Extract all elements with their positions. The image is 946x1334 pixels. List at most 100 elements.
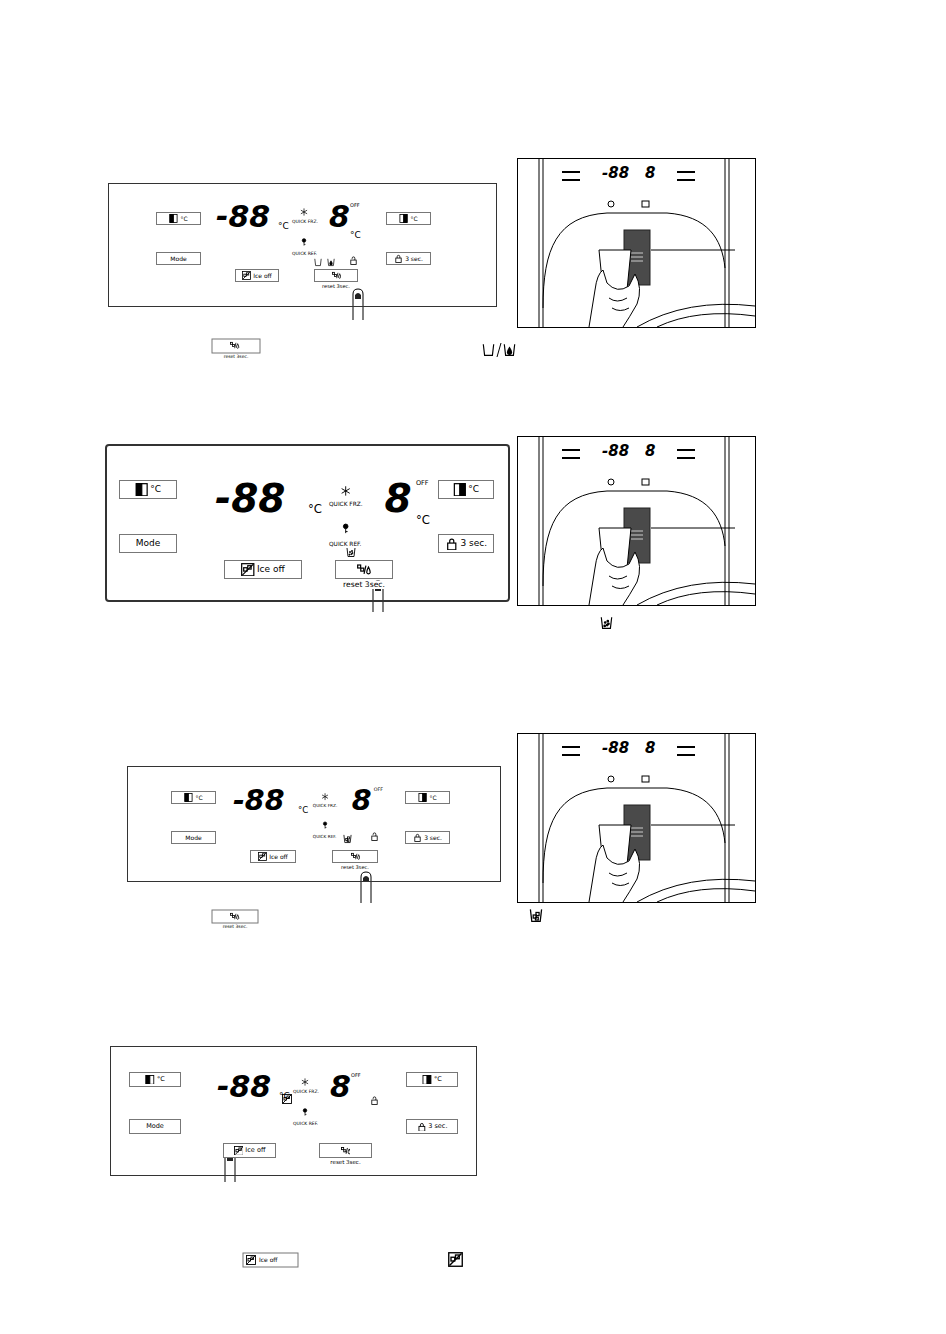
button-label: 3 sec. xyxy=(405,256,423,262)
snow-icon xyxy=(342,486,350,495)
control-panel: -88°CQUICK FRZ.QUICK REF.8OFF°C°CModeIce… xyxy=(105,444,510,602)
unit-label: °C xyxy=(278,222,289,231)
paddle-mark xyxy=(631,539,643,540)
disp-icon xyxy=(332,272,340,278)
fridge-temp-button: °C xyxy=(406,1072,458,1087)
door-l-symbol xyxy=(145,1075,155,1085)
door-edge xyxy=(729,733,730,902)
display-button xyxy=(677,449,695,451)
door-r-icon xyxy=(419,793,426,801)
door-edge xyxy=(725,436,726,605)
button-label: 3 sec. xyxy=(460,539,487,548)
lock-symbol xyxy=(445,537,459,551)
photo-frame xyxy=(518,734,756,903)
cup-icon xyxy=(315,259,321,266)
ice-off-button: Ice off xyxy=(224,560,302,579)
fridge-temp-digit: 8 xyxy=(329,202,350,232)
mode-button: Mode xyxy=(119,534,177,553)
freezer-temp-button: °C xyxy=(171,791,216,804)
cupdrop-icon xyxy=(504,344,514,355)
cubes-icon xyxy=(344,835,351,843)
key-icon xyxy=(323,822,326,829)
photo-frame xyxy=(518,437,756,606)
door-edge xyxy=(729,158,730,327)
ice-off-button: Ice off xyxy=(250,850,296,863)
door-edge xyxy=(539,436,540,605)
button-sample xyxy=(212,339,260,353)
lock-symbol xyxy=(394,254,403,263)
unlock-icon xyxy=(372,833,377,841)
display-button xyxy=(562,171,580,173)
mode-button: Mode xyxy=(156,252,201,265)
cupdrop-icon xyxy=(328,259,334,266)
display-icon xyxy=(642,479,649,485)
disp-symbol xyxy=(357,563,371,577)
door-r-symbol xyxy=(399,214,408,223)
dispenser-button: reset 3sec. xyxy=(335,560,393,579)
mode-label: QUICK REF. xyxy=(329,542,361,548)
unit-label: °C xyxy=(298,806,308,815)
freezer-temp-button: °C xyxy=(119,480,177,499)
lock-button: 3 sec. xyxy=(386,252,431,265)
disp-icon xyxy=(341,1147,350,1153)
button-label: °C xyxy=(180,216,187,222)
unit-label: °C xyxy=(279,1092,290,1101)
iceoff-icon xyxy=(247,1256,256,1265)
disp-icon xyxy=(358,565,370,574)
display-button xyxy=(677,179,695,181)
photo-frame xyxy=(518,159,756,328)
reset-label: reset 3sec. xyxy=(342,581,386,589)
display-button xyxy=(677,171,695,173)
iceoff-symbol xyxy=(241,563,255,577)
slash xyxy=(497,343,501,357)
fridge-temp-button: °C xyxy=(438,480,494,499)
button-sample xyxy=(212,910,258,923)
drip-tray xyxy=(637,582,755,605)
dispenser-photo xyxy=(518,436,756,606)
display-button xyxy=(677,754,695,756)
disp-symbol xyxy=(332,271,341,280)
lock-icon xyxy=(396,255,401,262)
ice-off-button: Ice off xyxy=(223,1143,276,1158)
unlock-icon xyxy=(372,1097,377,1105)
lock-button: 3 sec. xyxy=(405,831,450,844)
mode-label: QUICK REF. xyxy=(293,1122,318,1127)
unit-label: °C xyxy=(416,515,430,527)
hand xyxy=(589,548,640,605)
crushed-icon xyxy=(347,548,355,557)
button-label: °C xyxy=(468,485,479,494)
paddle-mark xyxy=(631,832,643,833)
iceoff-symbol xyxy=(242,271,251,280)
disp-icon xyxy=(230,913,238,919)
door-l-icon xyxy=(146,1075,154,1084)
door-edge xyxy=(729,436,730,605)
lock-symbol xyxy=(417,1122,427,1132)
button-label: Mode xyxy=(185,835,201,841)
iceoff-icon xyxy=(259,852,267,860)
off-label: OFF xyxy=(351,1073,361,1078)
fridge-temp-button: °C xyxy=(405,791,450,804)
reset-label: reset 3sec. xyxy=(224,355,249,360)
door-l-symbol xyxy=(135,483,149,497)
button-label: Mode xyxy=(170,256,186,262)
button-label: °C xyxy=(150,485,161,494)
button-label: 3 sec. xyxy=(428,1123,447,1130)
reset-label: reset 3sec. xyxy=(340,865,370,870)
mode-label: QUICK FRZ. xyxy=(329,502,363,508)
lock-symbol xyxy=(413,833,422,842)
freezer-temp-digits: -88 xyxy=(233,787,285,816)
disp-symbol xyxy=(341,1146,351,1156)
button-label: °C xyxy=(157,1076,165,1083)
unit-label: °C xyxy=(350,231,361,240)
lock-icon xyxy=(448,539,456,550)
disp-icon xyxy=(351,853,359,859)
button-sample xyxy=(243,1253,298,1267)
door-l-icon xyxy=(185,793,192,801)
unlock-icon xyxy=(351,257,356,265)
button-label: Mode xyxy=(136,539,161,548)
display-button xyxy=(562,457,580,459)
paddle-mark xyxy=(631,261,643,262)
off-label: OFF xyxy=(416,480,429,487)
display-icon xyxy=(608,479,614,485)
